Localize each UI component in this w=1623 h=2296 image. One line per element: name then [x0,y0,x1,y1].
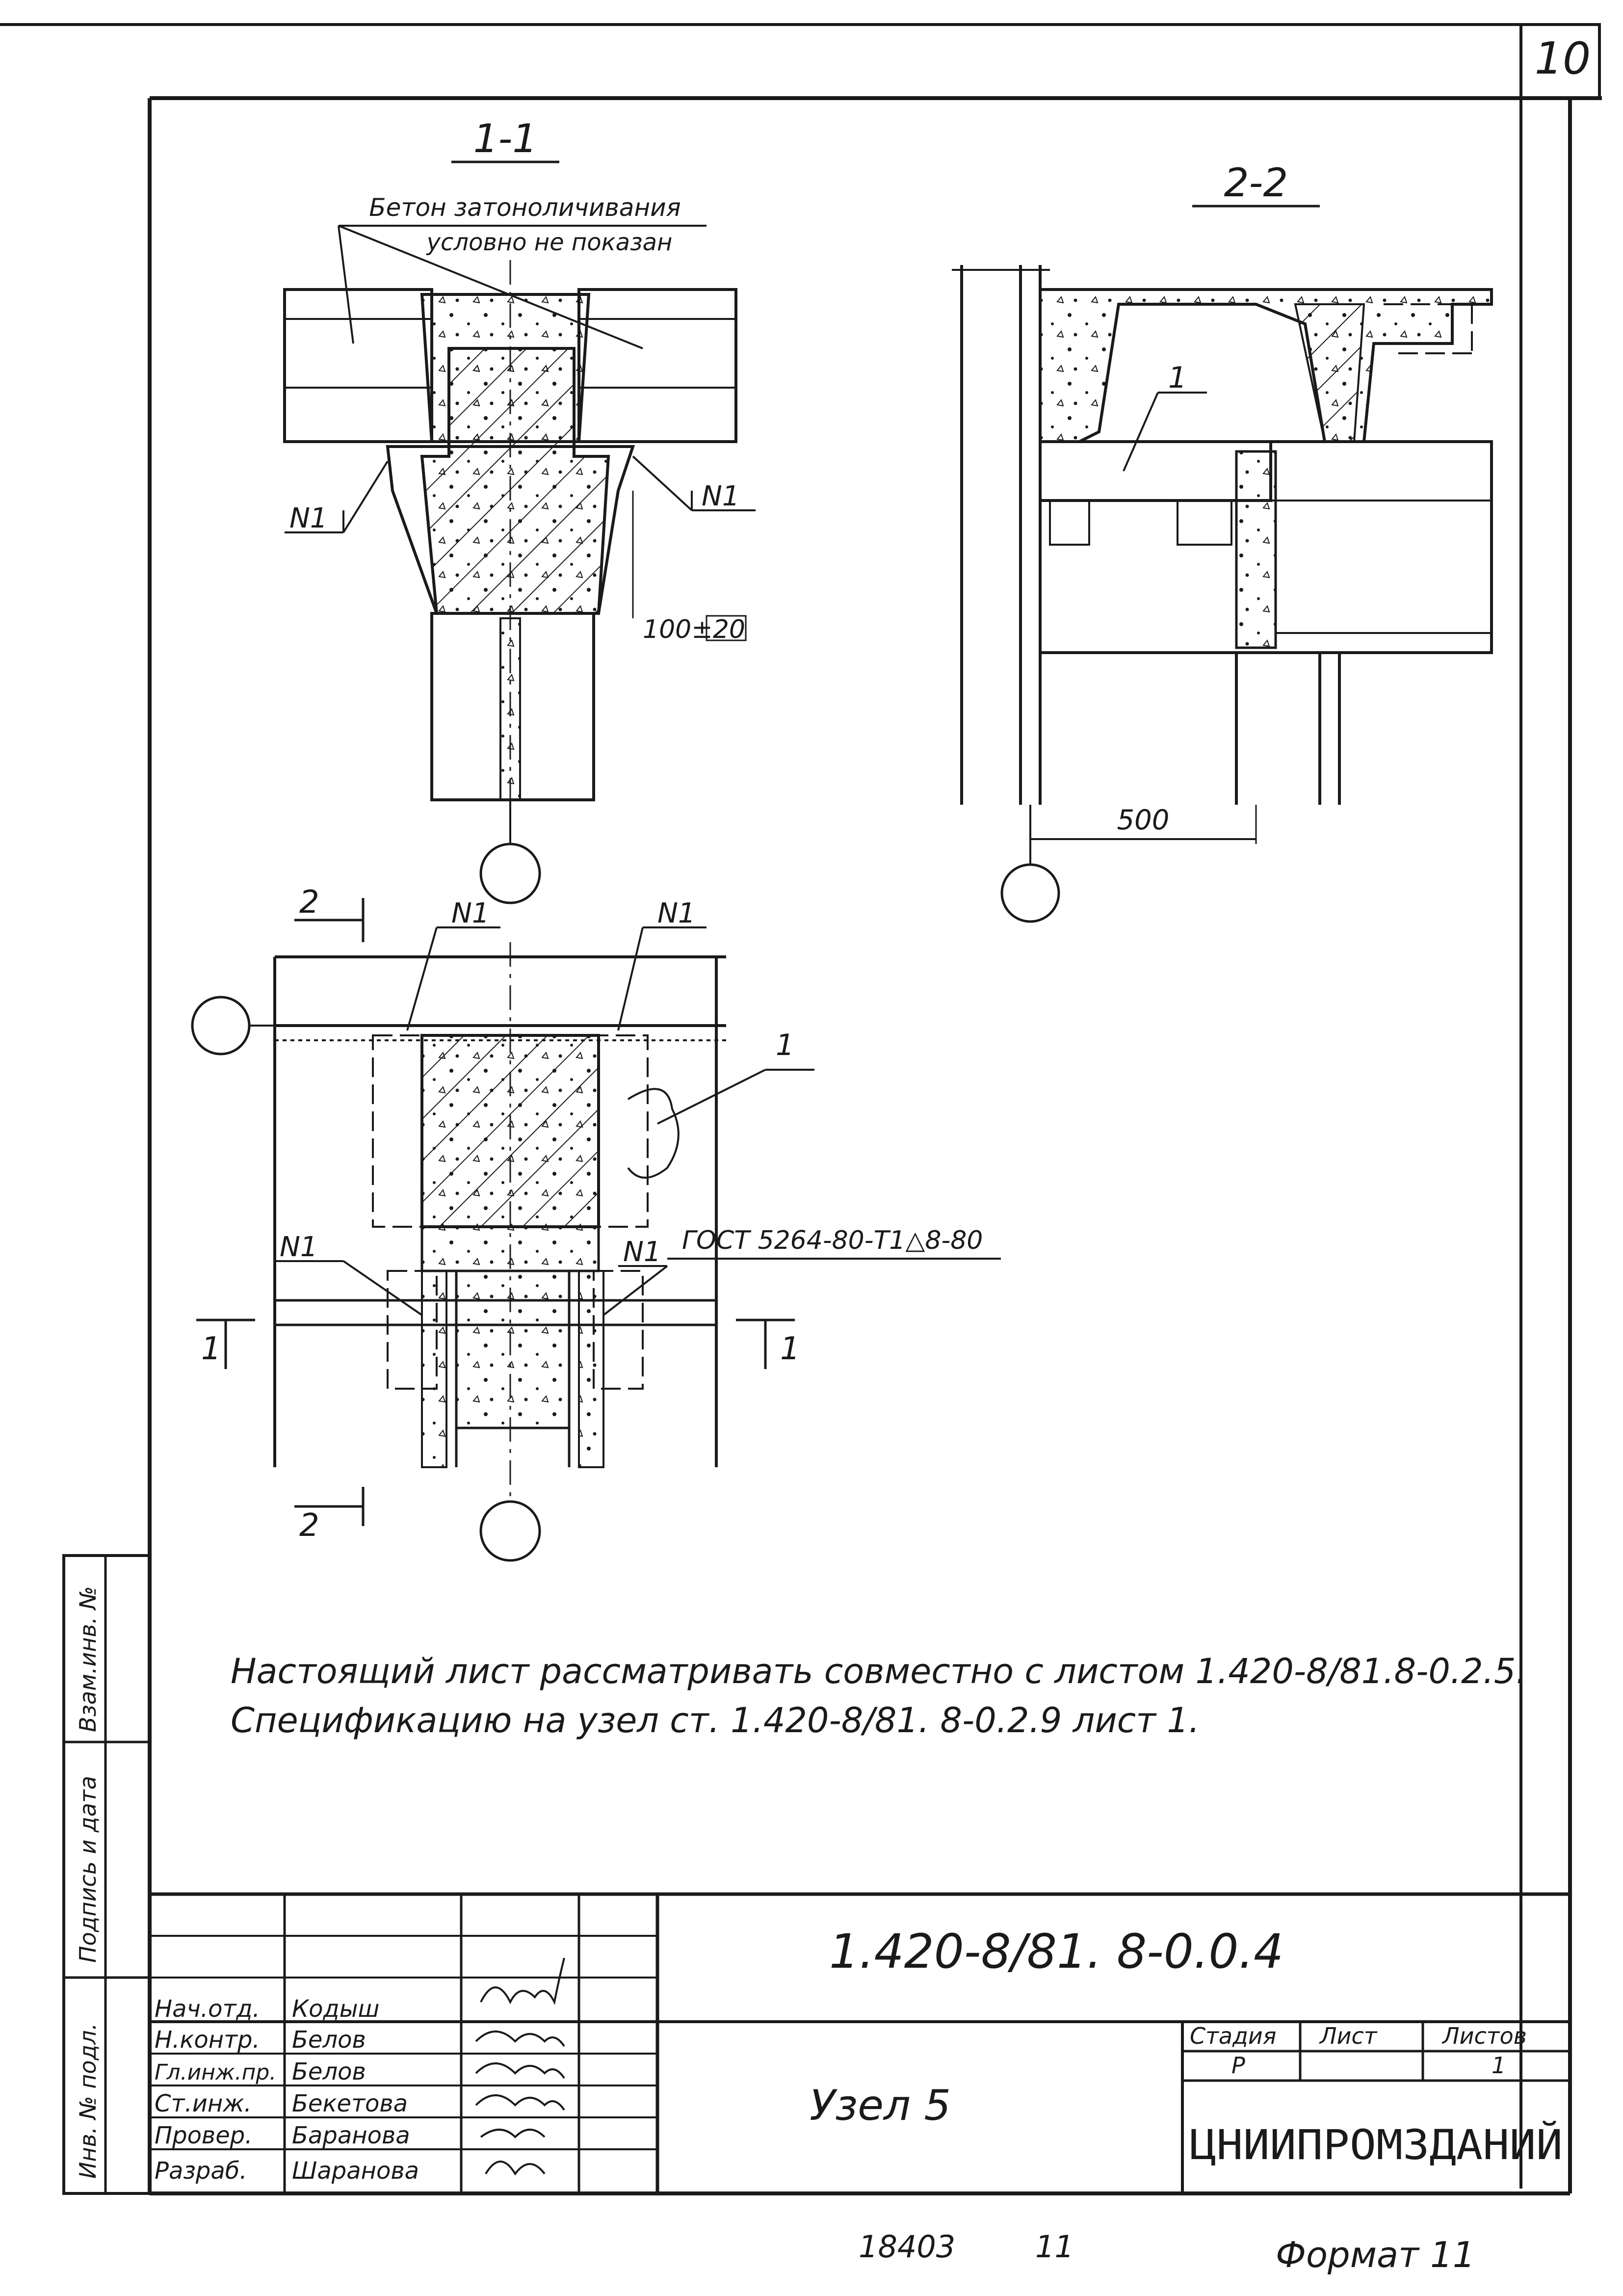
plan-weld-top-right: N1 [657,897,696,929]
side-stamp: Взам.инв. № Подпись и дата Инв. № подл. [62,1554,151,2195]
plan-weld-spec: ГОСТ 5264-80-Т1△8-80 [682,1226,983,1255]
note-line-1: Настоящий лист рассматривать совместно с… [231,1651,1527,1691]
footer-format: Формат 11 [1276,2234,1475,2275]
plan-weld-mid-left: N1 [280,1231,318,1263]
plan-view: 2 2 1 1 N1 [191,884,1001,1562]
staff-name-0: Кодыш [292,1995,379,2023]
staff-role-4: Провер. [155,2122,252,2149]
section-1-1-weld-right: N1 [702,480,740,512]
organization: ЦНИИПРОМЗДАНИЙ [1190,2121,1563,2169]
section-1-1-dim: 100±20 [643,615,745,644]
plan-callout: 1 [776,1028,794,1062]
plan-cut-right: 1 [780,1331,800,1367]
page-number: 10 [1535,33,1591,84]
staff-name-3: Бекетова [292,2090,408,2117]
plan-cut-top: 2 [299,884,319,921]
drawing-title: Узел 5 [810,2081,951,2130]
footer-sheet: 11 [1035,2229,1074,2265]
side-stamp-vzam: Взам.инв. № [75,1586,101,1732]
doc-code: 1.420-8/81. 8-0.0.4 [829,1924,1283,1979]
staff-name-1: Белов [292,2026,366,2054]
section-1-1-note-line2: условно не показан [426,229,673,256]
staff-role-2: Гл.инж.пр. [155,2060,276,2085]
axis-bubble-1 [479,843,541,904]
staff-name-5: Шаранова [292,2157,419,2185]
sheets-header: Листов [1441,2023,1527,2049]
side-stamp-inv: Инв. № подл. [75,2023,101,2179]
section-1-1-note-line1: Бетон затоноличивания [369,193,681,222]
note-line-2: Спецификацию на узел ст. 1.420-8/81. 8-0… [231,1700,1200,1741]
axis-bubble-4 [479,1500,541,1562]
sheets-value: 1 [1492,2052,1506,2079]
section-2-2-dim: 500 [1117,804,1170,836]
section-2-2: 2-2 1 500 [952,160,1493,923]
section-1-1-weld-left: N1 [289,502,328,534]
axis-bubble-3 [191,996,251,1056]
footer-number: 18403 [859,2229,955,2265]
section-1-1-title: 1-1 [473,116,538,161]
side-stamp-podpis: Подпись и дата [75,1776,101,1963]
staff-role-5: Разраб. [155,2157,247,2185]
signatures [475,1957,565,2176]
section-1-1: 1-1 Бетон затоноличивания условно не пок… [283,116,756,904]
title-block: Нач.отд. Кодыш Н.контр. Белов Гл.инж.пр.… [150,1892,1570,2193]
staff-name-2: Белов [292,2058,366,2085]
section-2-2-title: 2-2 [1224,160,1288,206]
plan-weld-top-left: N1 [451,897,490,929]
staff-role-1: Н.контр. [155,2026,260,2054]
plan-cut-left: 1 [201,1331,221,1367]
axis-bubble-2 [1000,863,1060,923]
staff-role-0: Нач.отд. [155,1995,260,2023]
plan-weld-mid-right: N1 [623,1236,661,1268]
section-2-2-callout: 1 [1168,361,1187,395]
stage-header: Стадия [1190,2023,1276,2049]
staff-name-4: Баранова [292,2122,410,2149]
stage-value: Р [1231,2052,1245,2079]
sheet-header: Лист [1319,2023,1378,2049]
plan-cut-bottom: 2 [299,1507,319,1544]
staff-role-3: Ст.инж. [155,2090,252,2117]
